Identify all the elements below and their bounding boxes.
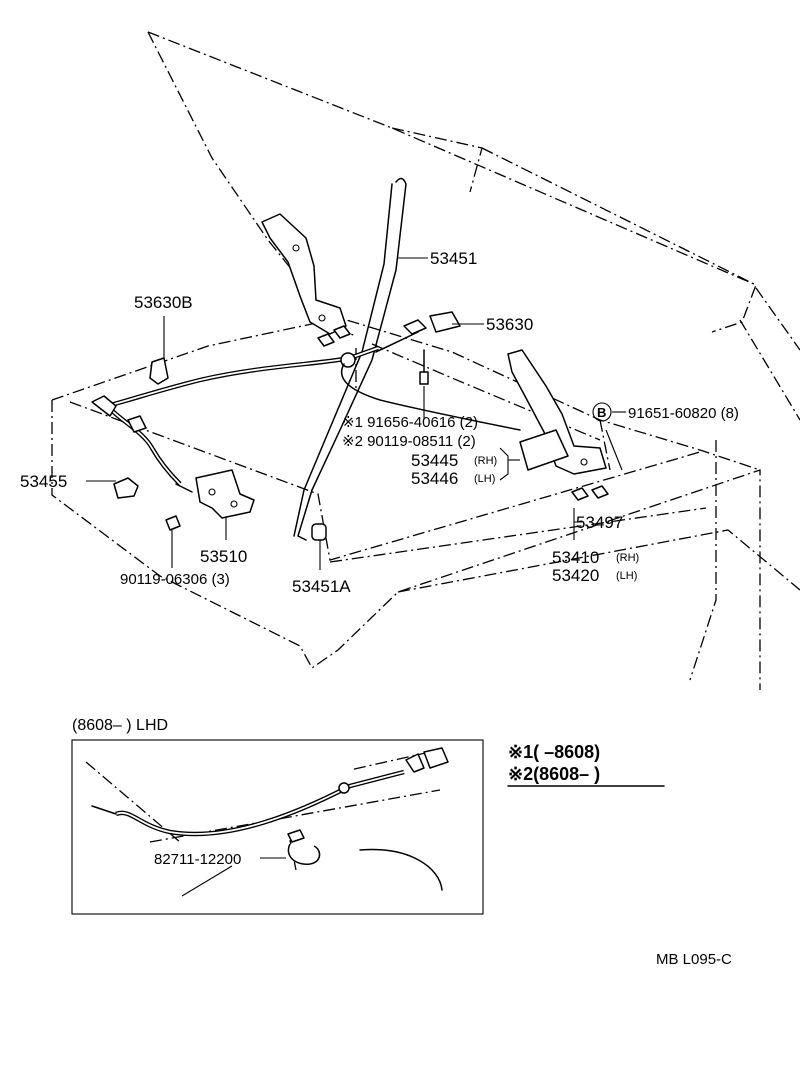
- label-53446-side: (LH): [474, 473, 495, 485]
- release-lever-53455: [113, 477, 193, 499]
- label-star2-90119: ※2 90119-08511 (2): [342, 433, 476, 450]
- clamp-icon: [287, 843, 321, 865]
- label-b-marker: B: [597, 405, 606, 420]
- label-53420-side: (LH): [616, 570, 637, 582]
- label-90119-06306: 90119-06306 (3): [120, 571, 230, 588]
- hood-lock-catch-53510: [165, 469, 255, 531]
- cushion-53451A: [311, 523, 327, 541]
- hood-hinge-left: [261, 213, 351, 347]
- label-53445-side: (RH): [474, 455, 497, 467]
- legend: ※1( –8608) ※2(8608– ): [507, 742, 665, 787]
- part-labels: 53451 53630B 53630 ※1 91656-40616 (2) ※2…: [20, 249, 739, 596]
- b-marker-circle: [592, 402, 612, 422]
- label-53451: 53451: [430, 249, 477, 268]
- hood-support-rod: [293, 177, 407, 541]
- label-82711-12200: 82711-12200: [154, 851, 241, 868]
- label-53445: 53445: [411, 451, 458, 470]
- inset-header: (8608– ) LHD: [72, 717, 168, 734]
- hood-lock-assembly: [375, 311, 461, 385]
- label-53420: 53420: [552, 566, 599, 585]
- label-53451A: 53451A: [292, 577, 351, 596]
- label-53455: 53455: [20, 472, 67, 491]
- label-53630: 53630: [486, 315, 533, 334]
- label-53510: 53510: [200, 547, 247, 566]
- label-91651-60820: 91651-60820 (8): [628, 405, 739, 422]
- hood-hinge-right: [507, 349, 609, 501]
- label-53446: 53446: [411, 469, 458, 488]
- label-53410: 53410: [552, 548, 599, 567]
- diagram-code: MB L095-C: [656, 951, 732, 968]
- label-53410-side: (RH): [616, 552, 639, 564]
- legend-line-1: ※1( –8608): [508, 742, 600, 762]
- label-star1-91656: ※1 91656-40616 (2): [342, 414, 478, 431]
- inset-lhd: (8608– ) LHD 82711-12200: [71, 717, 484, 915]
- bracket-53630B: [149, 357, 169, 385]
- label-53630B: 53630B: [134, 293, 193, 312]
- leader-lines: [86, 257, 626, 570]
- inset-frame: [71, 739, 484, 915]
- legend-line-2: ※2(8608– ): [508, 764, 600, 784]
- vehicle-outline: [51, 31, 800, 690]
- release-cable: [91, 345, 521, 486]
- label-53497: 53497: [576, 513, 623, 532]
